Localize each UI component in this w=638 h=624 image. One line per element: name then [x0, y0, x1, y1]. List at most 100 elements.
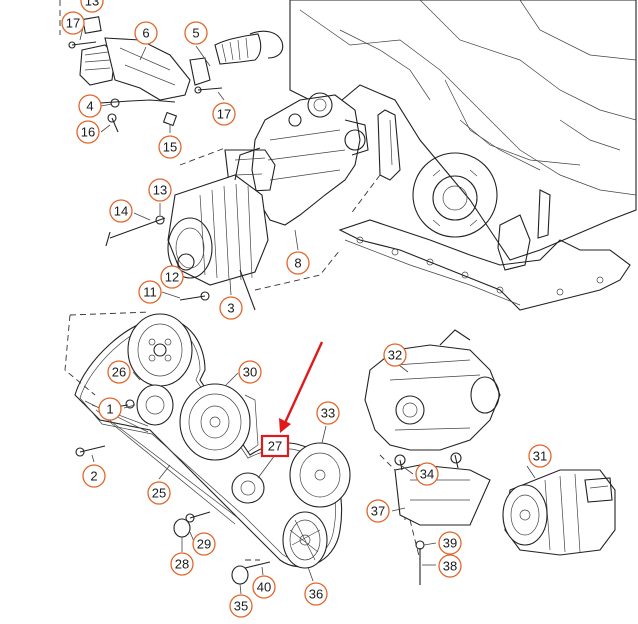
callout-3: 3 [219, 296, 243, 320]
callout-circle [184, 21, 208, 45]
callout-circle [438, 531, 462, 555]
callout-37: 37 [366, 499, 390, 523]
callout-circle [286, 251, 310, 275]
callout-circle [160, 265, 184, 289]
callout-circle [170, 552, 194, 576]
highlight-arrow [279, 341, 324, 433]
callout-33: 33 [316, 401, 340, 425]
callout-circle [238, 360, 262, 384]
callout-28: 28 [170, 552, 194, 576]
callout-circle [415, 462, 439, 486]
callout-26: 26 [107, 360, 131, 384]
callout-circle [148, 178, 172, 202]
callout-12: 12 [160, 265, 184, 289]
callout-label: 2 [90, 469, 97, 484]
power-steering-pump-upper [224, 92, 369, 226]
callout-31: 31 [528, 444, 552, 468]
callout-label: 30 [243, 365, 257, 380]
callout-circle [438, 554, 462, 578]
callout-13: 13 [80, 0, 104, 13]
callout-8: 8 [286, 251, 310, 275]
callout-15: 15 [158, 135, 182, 159]
breather-assembly [68, 16, 284, 133]
callout-11: 11 [138, 280, 162, 304]
callout-label: 5 [192, 26, 199, 41]
callout-label: 39 [443, 536, 457, 551]
callout-35: 35 [229, 594, 253, 618]
callout-38: 38 [438, 554, 462, 578]
callout-circle [316, 401, 340, 425]
callout-label: 26 [112, 365, 126, 380]
callout-label: 14 [114, 204, 128, 219]
callout-label: 6 [142, 26, 149, 41]
callout-circle [219, 296, 243, 320]
callout-label: 15 [163, 140, 177, 155]
callout-17: 17 [61, 11, 85, 35]
callout-4: 4 [78, 94, 102, 118]
callout-label: 17 [217, 107, 231, 122]
callout-circle [304, 582, 328, 606]
callout-circle [147, 481, 171, 505]
callout-label: 25 [152, 486, 166, 501]
callout-16: 16 [76, 120, 100, 144]
callout-29: 29 [192, 532, 216, 556]
highlight-box [260, 434, 290, 458]
callout-circle [192, 532, 216, 556]
callout-30: 30 [238, 360, 262, 384]
callout-label: 35 [234, 599, 248, 614]
callout-label: 34 [420, 467, 434, 482]
callout-label: 28 [175, 557, 189, 572]
callout-circle [138, 280, 162, 304]
callout-circle [229, 594, 253, 618]
callout-40: 40 [252, 575, 276, 599]
callout-label: 1 [106, 402, 113, 417]
callout-circle [107, 360, 131, 384]
callout-13: 13 [148, 178, 172, 202]
callout-label: 33 [321, 406, 335, 421]
callout-5: 5 [184, 21, 208, 45]
callout-label: 3 [227, 301, 234, 316]
callout-label: 29 [197, 537, 211, 552]
callout-circle [383, 343, 407, 367]
callout-label: 36 [309, 587, 323, 602]
callout-label: 4 [86, 99, 93, 114]
callout-circle [98, 397, 122, 421]
callout-27: 27 [260, 434, 290, 458]
callout-label: 11 [143, 285, 157, 300]
ac-compressor [502, 469, 616, 556]
callout-label: 40 [257, 580, 271, 595]
callout-circle [212, 102, 236, 126]
callout-label: 13 [85, 0, 99, 9]
callout-circle [252, 575, 276, 599]
callout-circle [109, 199, 133, 223]
callout-6: 6 [134, 21, 158, 45]
callout-17: 17 [212, 102, 236, 126]
callout-34: 34 [415, 462, 439, 486]
callout-14: 14 [109, 199, 133, 223]
callout-label: 8 [294, 256, 301, 271]
callout-39: 39 [438, 531, 462, 555]
callout-label: 12 [165, 270, 179, 285]
callout-circle [366, 499, 390, 523]
engine-block [289, 0, 637, 311]
callout-label: 16 [81, 125, 95, 140]
callout-circle [528, 444, 552, 468]
alternator [105, 147, 269, 311]
callout-32: 32 [383, 343, 407, 367]
callout-circle [61, 11, 85, 35]
power-steering-pump [364, 329, 501, 585]
callout-circle [80, 0, 104, 13]
callout-label: 13 [153, 183, 167, 198]
callout-36: 36 [304, 582, 328, 606]
callout-circle [76, 120, 100, 144]
callout-label: 32 [388, 348, 402, 363]
callout-circle [134, 21, 158, 45]
callout-2: 2 [82, 464, 106, 488]
callout-circle [158, 135, 182, 159]
callout-label: 27 [268, 439, 282, 454]
callout-label: 38 [443, 559, 457, 574]
callout-circle [78, 94, 102, 118]
callout-1: 1 [98, 397, 122, 421]
callout-label: 17 [66, 16, 80, 31]
